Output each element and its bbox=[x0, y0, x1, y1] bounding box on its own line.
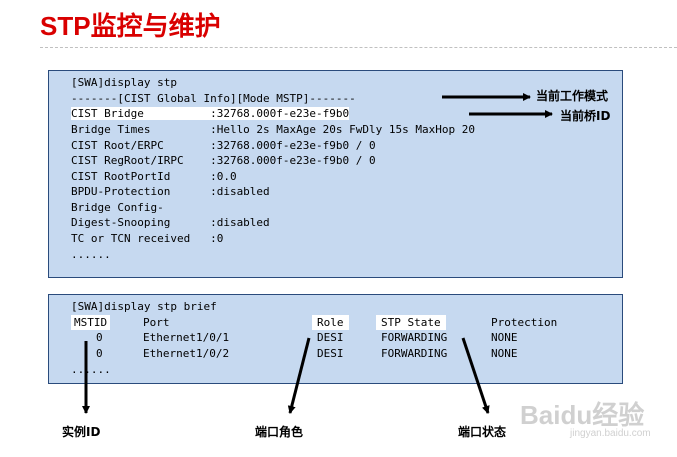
row-protection: NONE bbox=[491, 347, 518, 360]
terminal-line: CIST RegRoot/IRPC :32768.000f-e23e-f9b0 … bbox=[71, 154, 376, 167]
terminal-line: [SWA]display stp bbox=[71, 76, 177, 89]
terminal-line: ...... bbox=[71, 248, 111, 261]
row-role: DESI bbox=[317, 331, 344, 344]
label-port-role: 端口角色 bbox=[255, 425, 304, 439]
row-state: FORWARDING bbox=[381, 347, 448, 360]
arrow-port-role bbox=[287, 337, 311, 414]
terminal-line: Bridge Config- bbox=[71, 201, 164, 214]
row-role: DESI bbox=[317, 347, 344, 360]
terminal-display-stp: [SWA]display stp -------[CIST Global Inf… bbox=[48, 70, 623, 278]
terminal-line: Bridge Times :Hello 2s MaxAge 20s FwDly … bbox=[71, 123, 475, 136]
title-divider bbox=[40, 47, 677, 48]
terminal-display-stp-brief: [SWA]display stp brief MSTID Port Role S… bbox=[48, 294, 623, 384]
arrow-port-state bbox=[461, 337, 490, 414]
page-title: STP监控与维护 bbox=[40, 11, 221, 41]
watermark-logo: Baidu经验 bbox=[520, 400, 645, 430]
label-bridge-id: 当前桥ID bbox=[560, 109, 611, 123]
header-mstid: MSTID bbox=[71, 315, 111, 330]
terminal-line: -------[CIST Global Info][Mode MSTP]----… bbox=[71, 92, 356, 105]
terminal-line: TC or TCN received :0 bbox=[71, 232, 224, 245]
header-role: Role bbox=[312, 315, 349, 330]
terminal-line: CIST RootPortId :0.0 bbox=[71, 170, 237, 183]
row-mstid: 0 bbox=[96, 331, 103, 344]
terminal-line-bridge: CIST Bridge :32768.000f-e23e-f9b0 bbox=[71, 106, 350, 121]
header-protection: Protection bbox=[491, 316, 558, 329]
header-stp-state: STP State bbox=[376, 315, 446, 330]
row-state: FORWARDING bbox=[381, 331, 448, 344]
terminal-ellipsis: ...... bbox=[71, 363, 111, 376]
watermark-url: jingyan.baidu.com bbox=[570, 428, 651, 439]
row-port: Ethernet1/0/1 bbox=[143, 331, 230, 344]
header-port: Port bbox=[143, 316, 170, 329]
label-instance-id: 实例ID bbox=[62, 425, 101, 439]
label-port-state: 端口状态 bbox=[458, 425, 507, 439]
row-protection: NONE bbox=[491, 331, 518, 344]
bridge-id-highlight: CIST Bridge :32768.000f-e23e-f9b0 bbox=[71, 107, 350, 120]
row-port: Ethernet1/0/2 bbox=[143, 347, 230, 360]
row-mstid: 0 bbox=[96, 347, 103, 360]
terminal-command: [SWA]display stp brief bbox=[71, 300, 217, 313]
terminal-line: CIST Root/ERPC :32768.000f-e23e-f9b0 / 0 bbox=[71, 139, 376, 152]
terminal-line: BPDU-Protection :disabled bbox=[71, 185, 270, 198]
label-work-mode: 当前工作模式 bbox=[536, 89, 609, 103]
terminal-line: Digest-Snooping :disabled bbox=[71, 216, 270, 229]
